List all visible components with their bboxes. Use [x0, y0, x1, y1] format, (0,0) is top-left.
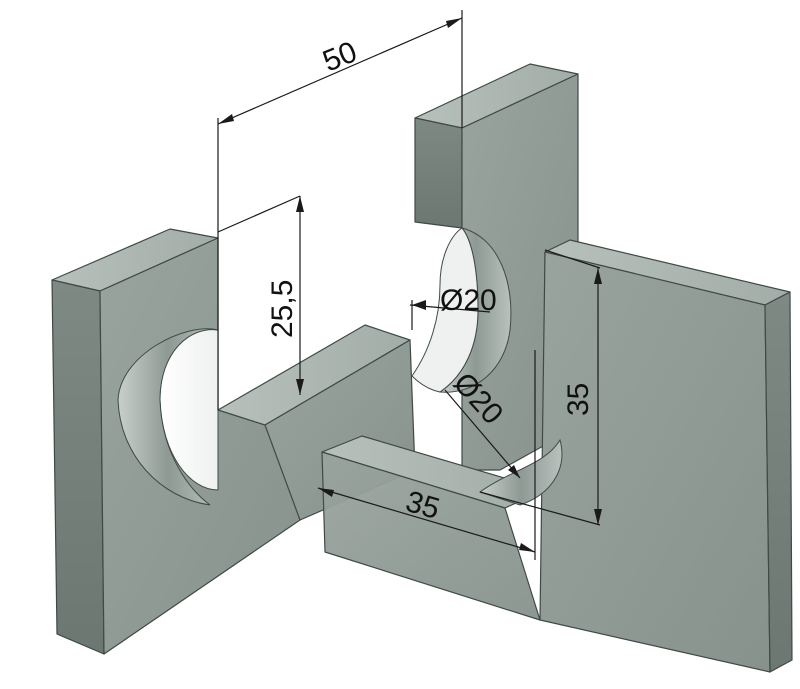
- base-front-face: [539, 251, 771, 673]
- lower-slot-bore: [478, 438, 563, 506]
- ledge-front-face: [321, 451, 541, 621]
- front-ledge: [321, 435, 563, 621]
- right-base-block: [539, 239, 793, 673]
- right-upright: [411, 63, 579, 471]
- dim-upper-diameter: Ø20: [440, 284, 497, 317]
- left-slot-bore: [117, 328, 219, 506]
- left-plate: [51, 228, 301, 655]
- dim-slot-depth: 25,5: [266, 280, 299, 338]
- dimension-lines: [217, 10, 602, 560]
- base-side-face: [764, 291, 793, 673]
- right-upright-side-face: [414, 117, 463, 229]
- dim-base-height: 35: [562, 383, 595, 416]
- left-plate-side-face: [51, 279, 105, 655]
- right-slot-hole: [411, 227, 479, 393]
- dim-slot-spacing: 50: [318, 35, 361, 78]
